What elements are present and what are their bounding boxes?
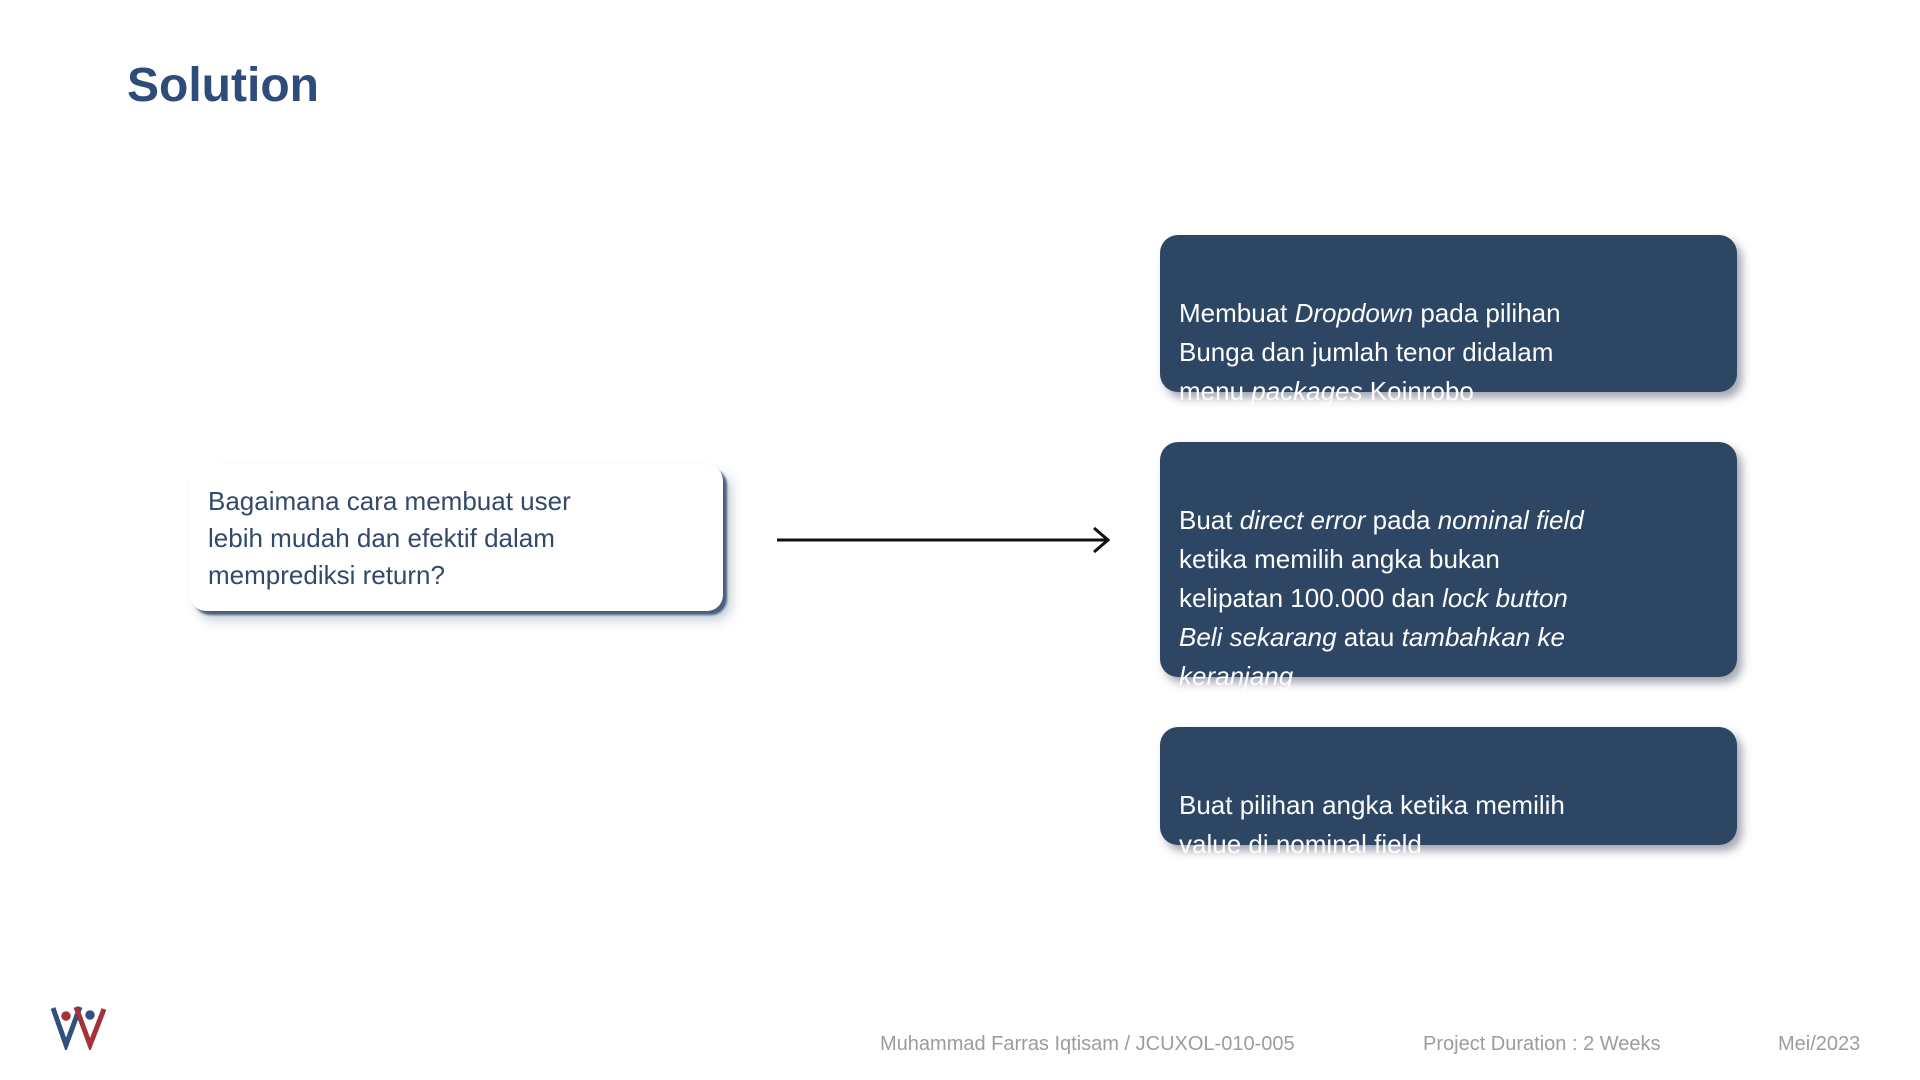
solution-card-text: Buat direct error pada nominal field ket… xyxy=(1179,505,1584,691)
w-two-figures-logo xyxy=(50,1005,108,1053)
question-card: Bagaimana cara membuat user lebih mudah … xyxy=(190,465,723,611)
solution-card-value-options: Buat pilihan angka ketika memilih value … xyxy=(1160,727,1737,859)
page-title: Solution xyxy=(127,59,319,112)
solution-card-direct-error: Buat direct error pada nominal field ket… xyxy=(1160,442,1737,691)
right-arrow-icon xyxy=(777,524,1113,556)
footer-date: Mei/2023 xyxy=(1778,1033,1861,1055)
solution-card-dropdown: Membuat Dropdown pada pilihan Bunga dan … xyxy=(1160,235,1737,406)
footer-project-duration: Project Duration : 2 Weeks xyxy=(1423,1033,1661,1055)
question-card-text: Bagaimana cara membuat user lebih mudah … xyxy=(208,485,571,590)
footer-author: Muhammad Farras Iqtisam / JCUXOL-010-005 xyxy=(880,1033,1295,1055)
solution-card-text: Buat pilihan angka ketika memilih value … xyxy=(1179,790,1565,859)
solution-card-text: Membuat Dropdown pada pilihan Bunga dan … xyxy=(1179,298,1561,406)
